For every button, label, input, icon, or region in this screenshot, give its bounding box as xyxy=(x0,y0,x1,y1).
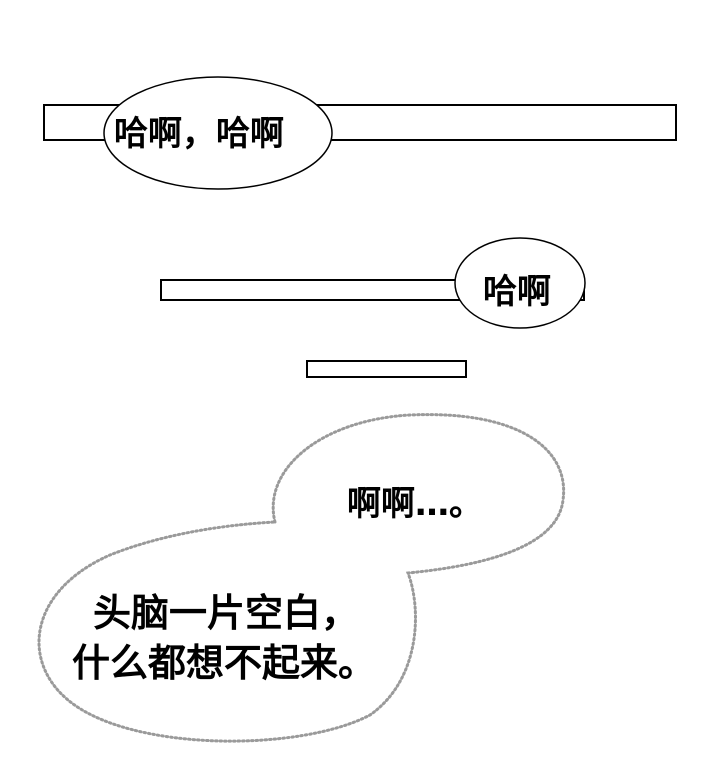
speech-bubble-2 xyxy=(454,237,586,329)
thought-text-1: 啊啊…。 xyxy=(347,484,483,524)
thought-cloud xyxy=(37,413,566,743)
speech-text-1: 哈啊，哈啊 xyxy=(114,114,284,154)
thought-text-2-line2: 什么都想不起来。 xyxy=(72,641,377,685)
speech-text-2: 哈啊 xyxy=(483,272,551,312)
thought-text-2-line1: 头脑一片空白， xyxy=(93,591,360,635)
speech-bubble-1 xyxy=(103,76,333,190)
panel-bar-small xyxy=(306,360,467,378)
